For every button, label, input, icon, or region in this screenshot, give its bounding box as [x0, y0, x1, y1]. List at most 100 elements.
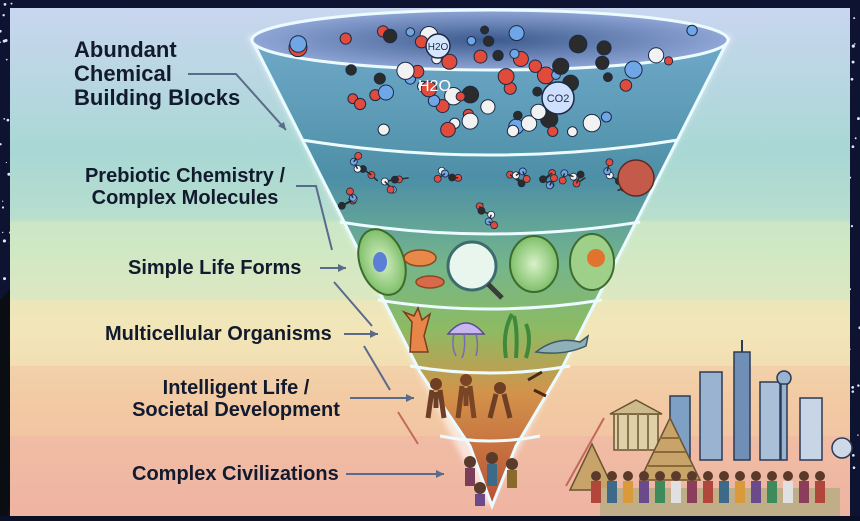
- label-line: Building Blocks: [74, 86, 240, 110]
- label-line: Simple Life Forms: [128, 257, 301, 279]
- protein-cluster: [618, 160, 654, 196]
- person-head: [735, 471, 745, 481]
- atom: [620, 80, 632, 92]
- person-head: [639, 471, 649, 481]
- atom: [340, 33, 351, 44]
- person-body: [799, 481, 809, 503]
- atom: [606, 159, 613, 166]
- atom: [379, 85, 394, 100]
- star: [3, 40, 6, 43]
- atom: [434, 175, 441, 182]
- star: [852, 390, 855, 393]
- star: [2, 14, 4, 16]
- person-head: [655, 471, 665, 481]
- star: [3, 239, 6, 242]
- label-line: Complex Civilizations: [132, 463, 339, 485]
- person-body: [751, 481, 761, 503]
- star: [853, 466, 856, 469]
- atom: [406, 28, 415, 37]
- star: [6, 162, 7, 163]
- atom: [397, 62, 414, 79]
- star: [3, 118, 5, 120]
- atom: [523, 175, 530, 182]
- label-line: Intelligent Life /: [126, 377, 346, 399]
- person-body: [687, 481, 697, 503]
- label-simple-life: Simple Life Forms: [128, 257, 301, 279]
- person-body: [607, 481, 617, 503]
- star: [4, 3, 7, 6]
- person-body: [815, 481, 825, 503]
- star: [857, 434, 858, 435]
- h2o-formula: H2O: [418, 78, 451, 95]
- star: [852, 145, 855, 148]
- atom: [601, 112, 611, 122]
- person-head: [815, 471, 825, 481]
- person-head: [671, 471, 681, 481]
- atom: [529, 60, 541, 72]
- atom: [467, 37, 476, 46]
- star: [11, 3, 13, 5]
- label-multicellular: Multicellular Organisms: [105, 323, 332, 345]
- person-body: [655, 481, 665, 503]
- star: [853, 17, 855, 19]
- atom: [583, 114, 600, 131]
- co2-formula: CO2: [547, 93, 570, 105]
- label-intelligent: Intelligent Life / Societal Development: [126, 377, 346, 421]
- person-head: [719, 471, 729, 481]
- atom: [510, 49, 519, 58]
- atom: [484, 36, 494, 46]
- atom: [290, 36, 307, 53]
- star: [7, 173, 10, 176]
- atom: [481, 100, 495, 114]
- person-head: [591, 471, 601, 481]
- atom: [596, 56, 609, 69]
- person-body: [671, 481, 681, 503]
- atom: [498, 69, 514, 85]
- person-body: [783, 481, 793, 503]
- person-body: [639, 481, 649, 503]
- atom: [533, 87, 542, 96]
- atom: [355, 98, 366, 109]
- label-line: Multicellular Organisms: [105, 323, 332, 345]
- atom: [687, 25, 697, 35]
- star: [851, 386, 854, 389]
- person-head: [783, 471, 793, 481]
- atom: [346, 188, 353, 195]
- atom: [559, 177, 566, 184]
- atom: [649, 48, 664, 63]
- atom: [548, 126, 558, 136]
- molecule-formula-co2: CO2: [542, 82, 574, 114]
- atom: [625, 61, 642, 78]
- star: [852, 61, 855, 64]
- label-civilizations: Complex Civilizations: [132, 463, 339, 485]
- person-body: [591, 481, 601, 503]
- atom: [387, 186, 394, 193]
- atom: [569, 35, 587, 53]
- label-building-blocks: Abundant Chemical Building Blocks: [74, 38, 240, 111]
- label-line: Chemical: [74, 62, 240, 86]
- person-head: [799, 471, 809, 481]
- person-head: [751, 471, 761, 481]
- star: [851, 78, 854, 81]
- person-body: [735, 481, 745, 503]
- star: [855, 137, 857, 139]
- atom: [597, 41, 611, 55]
- star: [3, 277, 6, 280]
- star: [2, 201, 3, 202]
- person-head: [623, 471, 633, 481]
- star: [852, 45, 855, 48]
- label-line: Prebiotic Chemistry /: [78, 165, 292, 187]
- star: [2, 232, 3, 233]
- person-head: [607, 471, 617, 481]
- atom: [568, 127, 578, 137]
- atom: [378, 124, 389, 135]
- atom: [493, 50, 503, 60]
- label-line: Societal Development: [126, 399, 346, 421]
- atom: [604, 73, 613, 82]
- person-body: [623, 481, 633, 503]
- star: [6, 59, 8, 61]
- atom: [550, 175, 557, 182]
- person-body: [767, 481, 777, 503]
- h2o-formula-top: H2O: [428, 42, 449, 53]
